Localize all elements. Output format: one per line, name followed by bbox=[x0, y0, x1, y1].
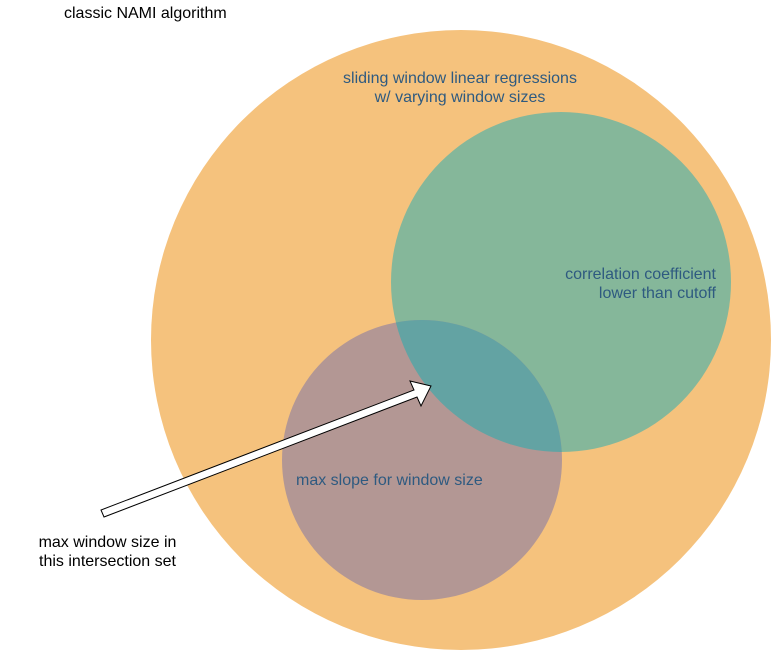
right-set-label-line2: lower than cutoff bbox=[598, 285, 716, 302]
outer-set-label-line1: sliding window linear regressions bbox=[343, 70, 577, 87]
right-set-label: correlation coefficient lower than cutof… bbox=[530, 265, 716, 303]
diagram-title: classic NAMI algorithm bbox=[64, 5, 227, 22]
annotation-arrow bbox=[100, 380, 432, 518]
annotation-label: max window size in this intersection set bbox=[20, 533, 195, 571]
intersection-region bbox=[391, 320, 562, 452]
right-set-label-line1: correlation coefficient bbox=[565, 266, 716, 283]
bottom-set-label: max slope for window size bbox=[296, 472, 483, 489]
outer-set-label-line2: w/ varying window sizes bbox=[374, 89, 546, 106]
annotation-line2: this intersection set bbox=[39, 553, 176, 570]
outer-set-label: sliding window linear regressions w/ var… bbox=[330, 69, 590, 107]
annotation-line1: max window size in bbox=[38, 534, 177, 551]
